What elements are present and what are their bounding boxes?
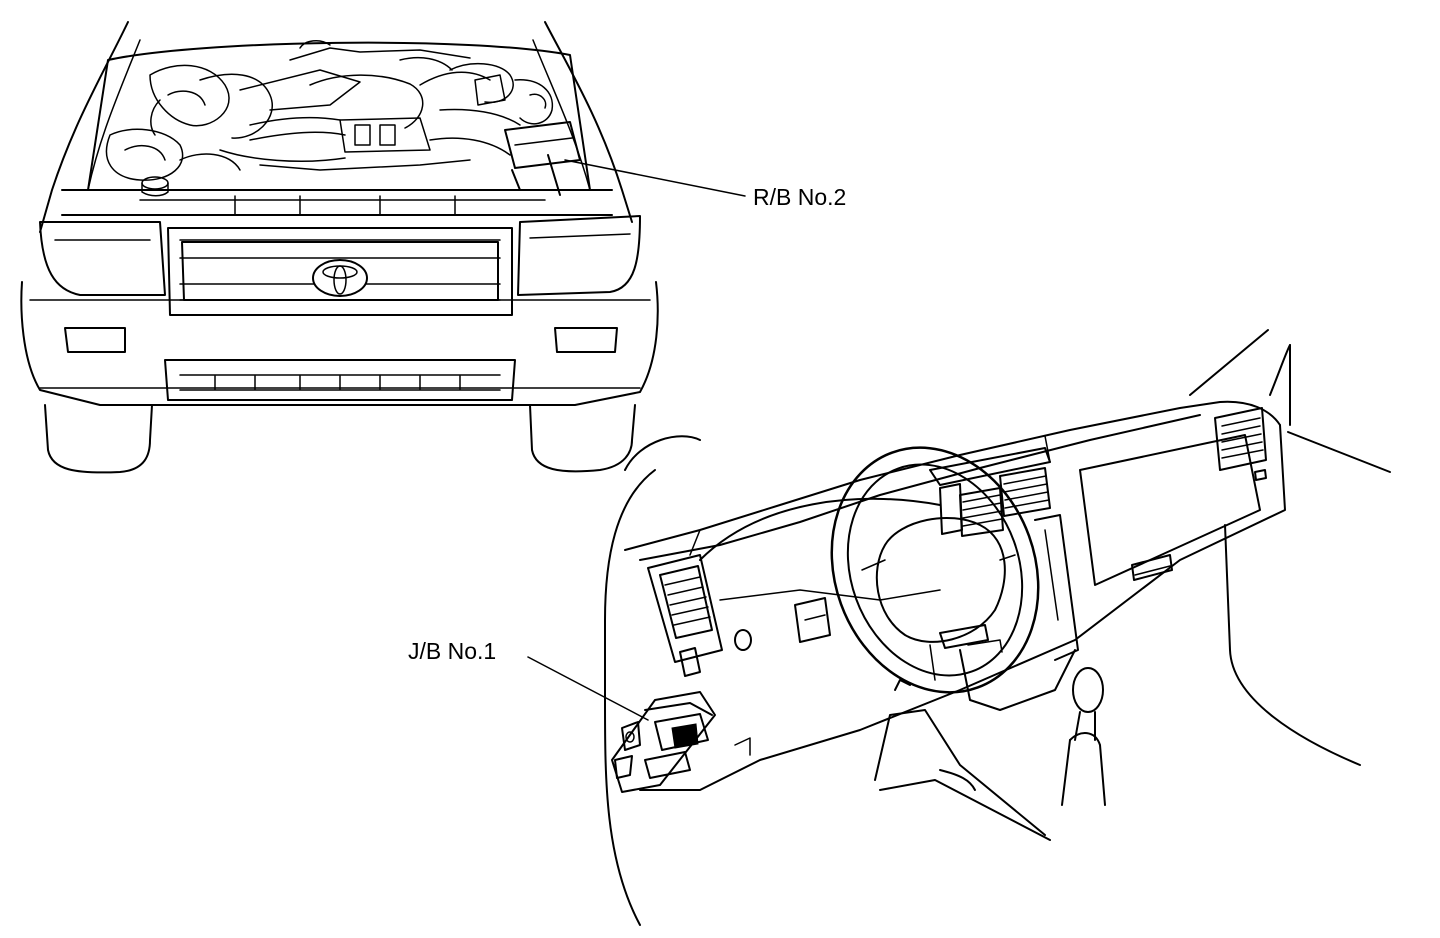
left-side-vent (647, 554, 723, 677)
shift-lever (1061, 667, 1106, 806)
callout-rb2-label: R/B No.2 (753, 184, 847, 210)
left-headlamp (39, 221, 166, 296)
interior-dashboard-view (604, 329, 1391, 926)
left-front-tire (44, 404, 153, 474)
center-vents (929, 447, 1051, 537)
leader-line-rb2 (564, 159, 746, 197)
vehicle-front-view (20, 21, 659, 474)
front-bumper (20, 281, 659, 406)
toyota-emblem-icon (312, 259, 368, 297)
steering-wheel (830, 446, 1040, 694)
engine-bay-outline (87, 41, 591, 191)
leader-line-jb1 (527, 656, 649, 721)
engine-components (105, 40, 554, 197)
right-side-vent (1214, 407, 1267, 481)
hood-right-edge (544, 21, 633, 223)
door-frame (604, 469, 656, 926)
hood-left-edge (39, 21, 129, 233)
callout-jb1-label: J/B No.1 (408, 638, 497, 664)
right-front-tire (529, 404, 636, 473)
junction-block-1 (611, 691, 716, 793)
right-headlamp (517, 215, 641, 296)
relay-block-2 (504, 121, 581, 196)
